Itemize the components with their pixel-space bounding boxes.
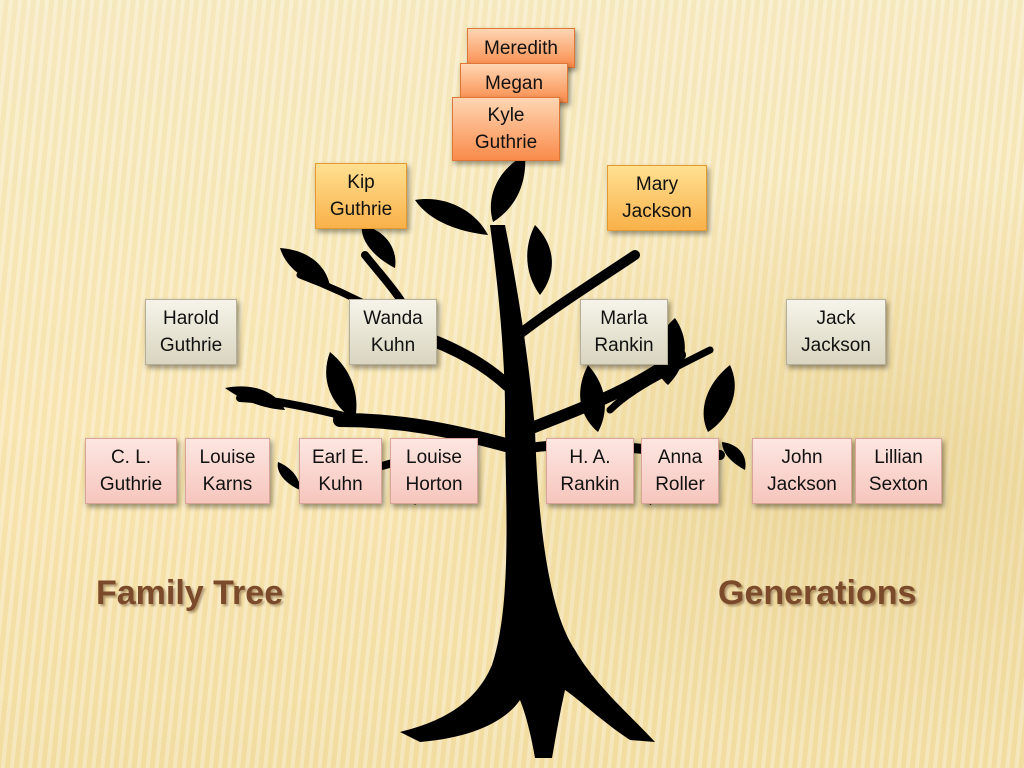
person-lillian-sexton: Lillian Sexton [855, 438, 942, 504]
person-marla-rankin: Marla Rankin [580, 299, 668, 365]
leaf [722, 442, 746, 470]
person-kip-guthrie: Kip Guthrie [315, 163, 407, 229]
person-kyle-guthrie: Kyle Guthrie [452, 97, 560, 161]
person-megan: Megan [460, 63, 568, 103]
tree-trunk-upper [490, 225, 535, 430]
branch-right-low-up [606, 346, 714, 414]
branch-right-mid [507, 250, 640, 345]
tree-trunk [400, 430, 655, 758]
person-ha-rankin: H. A. Rankin [546, 438, 634, 504]
leaf [490, 155, 526, 222]
person-cl-guthrie: C. L. Guthrie [85, 438, 177, 504]
family-tree-label: Family Tree [96, 574, 284, 612]
person-wanda-kuhn: Wanda Kuhn [349, 299, 437, 365]
generations-label: Generations [718, 574, 917, 612]
leaf [225, 386, 285, 410]
leaf [361, 225, 396, 268]
leaf [277, 462, 300, 490]
leaf [415, 199, 488, 235]
person-louise-horton: Louise Horton [390, 438, 478, 504]
leaf [527, 225, 552, 295]
person-mary-jackson: Mary Jackson [607, 165, 707, 231]
leaf [280, 248, 330, 286]
leaf [326, 352, 357, 420]
person-meredith: Meredith [467, 28, 575, 68]
person-earl-kuhn: Earl E. Kuhn [299, 438, 382, 504]
person-louise-karns: Louise Karns [185, 438, 270, 504]
person-jack-jackson: Jack Jackson [786, 299, 886, 365]
person-harold-guthrie: Harold Guthrie [145, 299, 237, 365]
person-john-jackson: John Jackson [752, 438, 852, 504]
leaf [580, 365, 605, 432]
person-anna-roller: Anna Roller [641, 438, 719, 504]
leaf [703, 365, 735, 432]
